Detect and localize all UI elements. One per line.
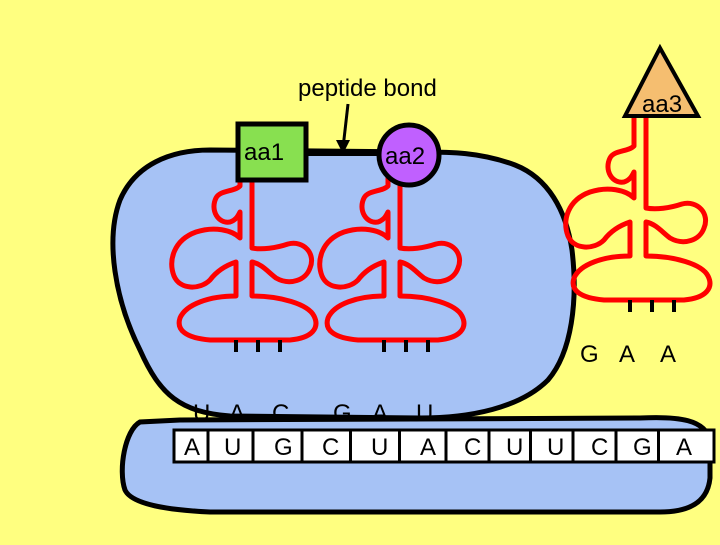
mrna-base: C xyxy=(591,434,608,461)
mrna-base: G xyxy=(274,434,293,461)
aa1-label: aa1 xyxy=(244,139,284,166)
anticodon-base: A xyxy=(229,400,245,427)
mrna-base: A xyxy=(184,434,200,461)
mrna-base: A xyxy=(676,434,692,461)
aa2-label: aa2 xyxy=(385,143,425,170)
ribosome-large-subunit xyxy=(110,147,577,421)
anticodon-base: C xyxy=(272,400,289,427)
amino-acid-aa3 xyxy=(621,43,702,118)
mrna-base: U xyxy=(371,434,388,461)
mrna-base: U xyxy=(224,434,241,461)
mrna-base: C xyxy=(464,434,481,461)
anticodon-base: U xyxy=(193,400,210,427)
peptide-bond-label: peptide bond xyxy=(298,75,437,102)
anticodon-base: A xyxy=(660,341,676,368)
mrna-base: G xyxy=(633,434,652,461)
anticodon-base: G xyxy=(580,341,599,368)
anticodon-base: A xyxy=(619,341,635,368)
aa3-label: aa3 xyxy=(642,91,682,118)
mrna-base: U xyxy=(547,434,564,461)
mrna-base: U xyxy=(506,434,523,461)
arrow-head-icon xyxy=(336,140,350,154)
trna-3-incoming xyxy=(566,110,710,312)
amino-acid-aa1 xyxy=(235,121,309,183)
anticodon-base: G xyxy=(333,400,352,427)
anticodon-base: U xyxy=(416,400,433,427)
anticodon-base: A xyxy=(372,400,388,427)
amino-acid-aa2 xyxy=(376,122,442,188)
mrna-base: A xyxy=(420,434,436,461)
mrna-base: C xyxy=(322,434,339,461)
